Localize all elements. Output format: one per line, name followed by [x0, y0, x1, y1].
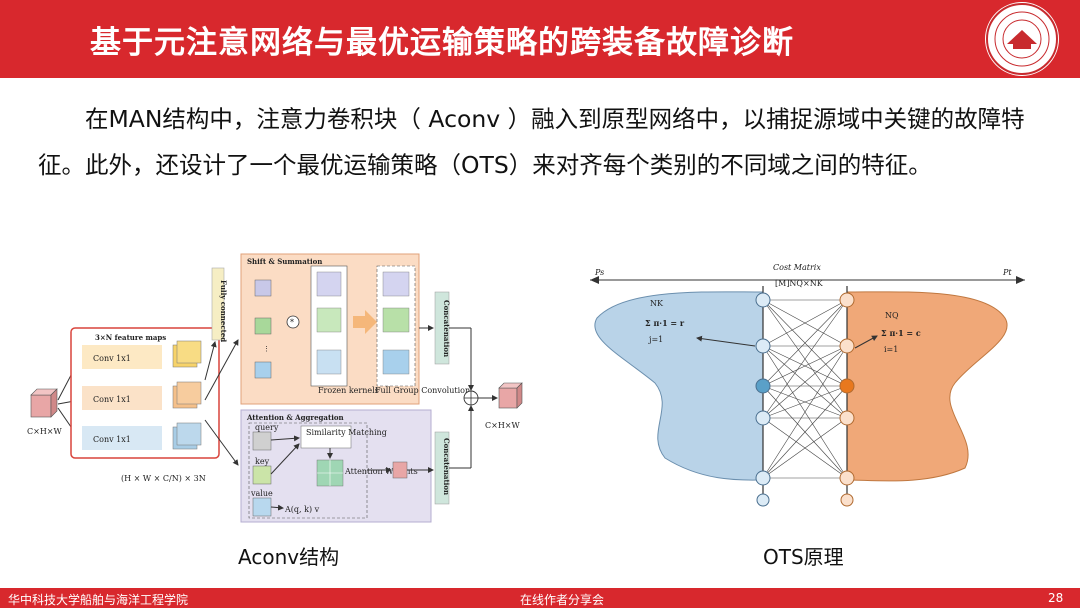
attention-weights-label: Attention Weights	[344, 467, 418, 476]
value-label: value	[250, 489, 273, 498]
page-number: 28	[1048, 591, 1064, 605]
shift-summation-title: Shift & Summation	[247, 257, 322, 266]
conv-label-3: Conv 1x1	[93, 435, 131, 444]
left-formula-bottom: j=1	[648, 335, 663, 344]
fmap-stack-2	[172, 381, 202, 409]
header-bar: 基于元注意网络与最优运输策略的跨装备故障诊断	[0, 0, 1080, 78]
slide-title: 基于元注意网络与最优运输策略的跨装备故障诊断	[90, 25, 794, 61]
cost-matrix-label: Cost Matrix	[773, 263, 821, 272]
left-formula-top: NK	[650, 299, 664, 308]
input-label: C×H×W	[27, 427, 63, 436]
footer-bar: 华中科技大学船舶与海洋工程学院 在线作者分享会 28	[0, 588, 1080, 608]
pt-label: Pt	[1002, 268, 1012, 277]
fmap-shape: (H × W × C/N) × 3N	[121, 474, 206, 483]
target-domain-shape	[846, 291, 1008, 482]
footer-left: 华中科技大学船舶与海洋工程学院	[8, 593, 189, 607]
query-label: query	[255, 423, 279, 432]
cost-matrix-symbol: [M]NQ×NK	[775, 279, 824, 288]
body-paragraph: 在MAN结构中，注意力卷积块（ Aconv ）融入到原型网络中，以捕捉源域中关键…	[38, 105, 1025, 179]
aggregation-label: A(q, k) v	[284, 505, 320, 514]
output-label: C×H×W	[485, 421, 521, 430]
output-cube	[498, 382, 523, 409]
input-cube	[30, 388, 58, 418]
right-formula-top: NQ	[885, 311, 899, 320]
ots-figure: Ps Pt Cost Matrix [M]NQ×NK NK Σ π·1 = r …	[585, 258, 1055, 508]
left-formula: Σ π·1 = r	[645, 318, 685, 328]
fmap-stack-1	[172, 340, 202, 368]
fmap-stack-3	[172, 422, 202, 450]
right-formula: Σ π·1 = c	[881, 328, 921, 338]
conv-label-1: Conv 1x1	[93, 354, 131, 363]
attention-title: Attention & Aggregation	[246, 413, 344, 422]
similarity-label: Similarity Matching	[306, 428, 387, 437]
full-group-conv-label: Full Group Convolution	[375, 386, 470, 395]
key-label: key	[255, 457, 270, 466]
conv-label-2: Conv 1x1	[93, 395, 131, 404]
footer-center: 在线作者分享会	[520, 593, 605, 607]
right-formula-bottom: i=1	[884, 345, 898, 354]
source-domain-shape	[594, 291, 764, 481]
ps-label: Ps	[594, 268, 604, 277]
concat-top-label: Concatenation	[442, 300, 451, 357]
fully-connected-label: Fully connected	[219, 280, 228, 342]
concat-bottom-label: Concatenation	[442, 438, 451, 495]
target-nodes	[839, 292, 855, 507]
transport-lines	[762, 299, 848, 479]
aconv-caption: Aconv结构	[238, 545, 340, 569]
aconv-figure: C×H×W 3×N feature maps Conv 1x1 Conv 1x1…	[25, 250, 535, 530]
mul-symbol: *	[290, 318, 294, 327]
ots-caption: OTS原理	[763, 545, 844, 569]
frozen-kernels-label: Frozen kernels	[318, 386, 379, 395]
university-logo	[985, 2, 1059, 76]
fmap-title: 3×N feature maps	[95, 333, 166, 342]
source-nodes	[755, 292, 771, 507]
svg-text:⋮: ⋮	[263, 345, 270, 353]
